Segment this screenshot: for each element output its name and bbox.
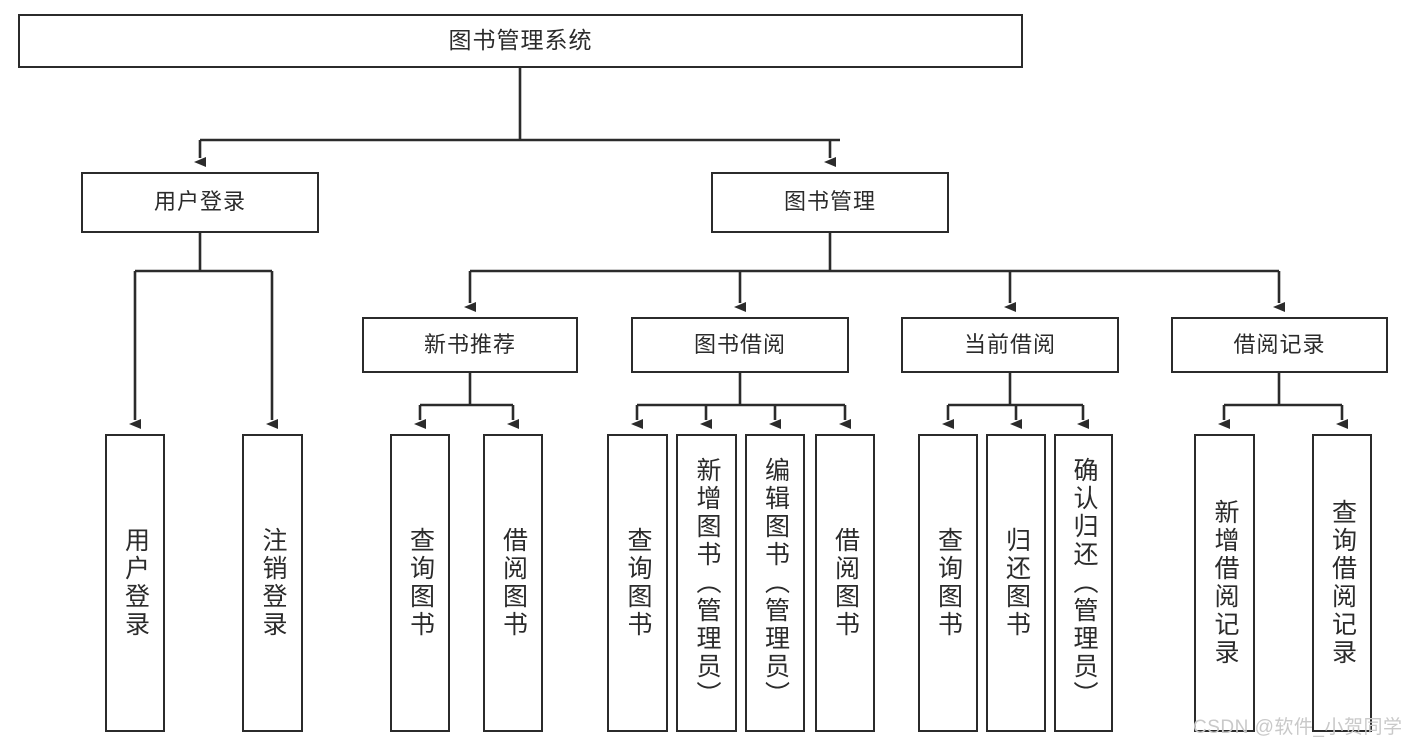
leaf-edit-book-admin-label: 编辑图书（管理员） [761,457,790,709]
leaf-add-book-admin[interactable]: 新增图书（管理员） [676,434,737,732]
node-borrow-record-label: 借阅记录 [1233,331,1326,357]
node-user-login-label: 用户登录 [153,189,246,215]
node-current-borrow[interactable]: 当前借阅 [901,317,1119,373]
leaf-query-book-newbook[interactable]: 查询图书 [390,434,450,732]
leaf-return-book-label: 归还图书 [1002,527,1031,639]
leaf-borrow-book-label: 借阅图书 [831,527,860,639]
leaf-logout-label: 注销登录 [259,527,287,639]
leaf-query-book-current-label: 查询图书 [934,527,963,639]
leaf-borrow-book[interactable]: 借阅图书 [815,434,875,732]
leaf-query-book-current[interactable]: 查询图书 [918,434,978,732]
leaf-borrow-book-newbook-label: 借阅图书 [499,527,528,639]
leaf-user-login[interactable]: 用户登录 [105,434,165,732]
node-user-login[interactable]: 用户登录 [81,172,319,233]
leaf-logout[interactable]: 注销登录 [242,434,303,732]
leaf-add-borrow-record-label: 新增借阅记录 [1211,499,1239,667]
node-book-management[interactable]: 图书管理 [711,172,949,233]
node-book-borrow[interactable]: 图书借阅 [631,317,849,373]
node-root[interactable]: 图书管理系统 [18,14,1023,68]
leaf-query-borrow-record[interactable]: 查询借阅记录 [1312,434,1372,732]
leaf-confirm-return-admin-label: 确认归还（管理员） [1070,457,1098,709]
node-book-borrow-label: 图书借阅 [693,331,786,357]
node-current-borrow-label: 当前借阅 [963,331,1056,357]
leaf-add-book-admin-label: 新增图书（管理员） [693,457,721,709]
leaf-borrow-book-newbook[interactable]: 借阅图书 [483,434,543,732]
node-new-book-recommend[interactable]: 新书推荐 [362,317,578,373]
node-book-management-label: 图书管理 [783,189,876,215]
leaf-return-book[interactable]: 归还图书 [986,434,1046,732]
leaf-query-borrow-record-label: 查询借阅记录 [1328,499,1357,667]
node-new-book-recommend-label: 新书推荐 [423,331,516,357]
node-borrow-record[interactable]: 借阅记录 [1171,317,1388,373]
leaf-query-book-borrow-label: 查询图书 [624,527,652,639]
leaf-edit-book-admin[interactable]: 编辑图书（管理员） [745,434,805,732]
csdn-watermark: CSDN @软件_小贺同学 [1193,717,1403,738]
leaf-user-login-label: 用户登录 [121,527,150,639]
leaf-query-book-borrow[interactable]: 查询图书 [607,434,668,732]
node-root-label: 图书管理系统 [448,27,593,54]
leaf-query-book-newbook-label: 查询图书 [406,527,435,639]
leaf-confirm-return-admin[interactable]: 确认归还（管理员） [1054,434,1113,732]
leaf-add-borrow-record[interactable]: 新增借阅记录 [1194,434,1255,732]
